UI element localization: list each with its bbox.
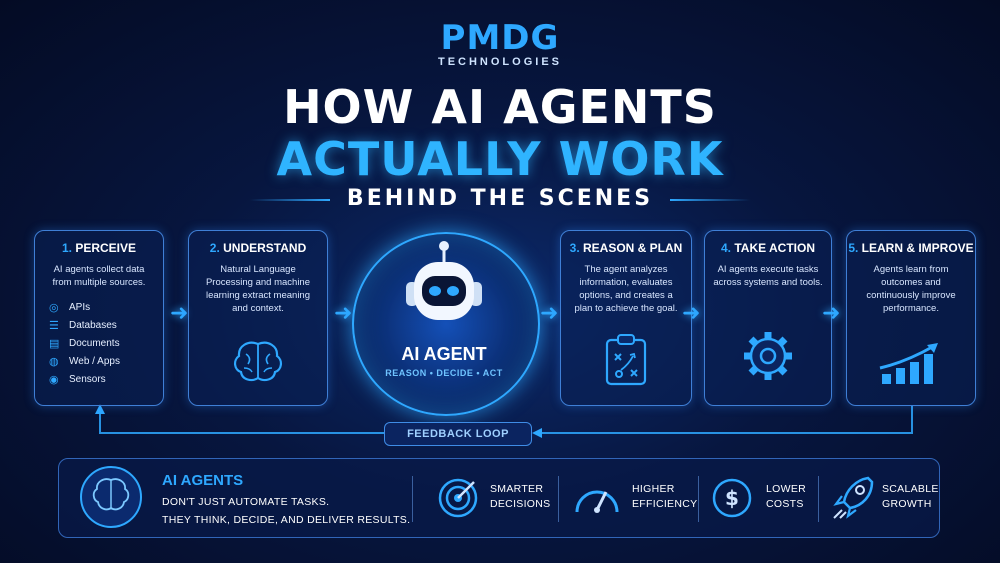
agent-name: AI AGENT: [401, 344, 487, 364]
source-item-documents: ▤Documents: [49, 335, 163, 353]
step-description: AI agents collect data from multiple sou…: [52, 264, 146, 288]
step-card-learn-improve: 5. LEARN & IMPROVE Agents learn from out…: [846, 230, 976, 406]
brand-logo: PMDG: [0, 18, 1000, 58]
svg-text:$: $: [725, 486, 739, 510]
growth-chart-icon: [847, 340, 975, 391]
divider: [698, 476, 699, 522]
page-title-line2: ACTUALLY WORK: [276, 132, 724, 186]
brand-subtitle: TECHNOLOGIES: [437, 56, 562, 68]
arrow-right-icon: ➜: [170, 300, 189, 325]
target-icon: [438, 478, 478, 518]
summary-line1: DON'T JUST AUTOMATE TASKS.: [162, 496, 330, 508]
step-card-reason-plan: 3. REASON & PLAN The agent analyzes info…: [560, 230, 692, 406]
subtitle-left-rule: [250, 199, 330, 201]
robot-icon: [406, 241, 482, 320]
step-title: 5. LEARN & IMPROVE: [848, 241, 974, 255]
summary-title: AI AGENTS: [162, 472, 244, 489]
api-icon: ◎: [49, 302, 59, 314]
step-card-understand: 2. UNDERSTAND Natural Language Processin…: [188, 230, 328, 406]
page-title-line1: HOW AI AGENTS: [283, 80, 717, 134]
step-card-perceive: 1. PERCEIVE AI agents collect data from …: [34, 230, 164, 406]
arrow-right-icon: ➜: [540, 300, 559, 325]
divider: [818, 476, 819, 522]
page-subtitle: BEHIND THE SCENES: [346, 186, 654, 211]
speedometer-icon: [575, 490, 619, 513]
arrow-right-icon: ➜: [334, 300, 353, 325]
agent-tagline: REASON • DECIDE • ACT: [385, 368, 503, 378]
step-title: 1. PERCEIVE: [61, 241, 137, 255]
source-list: ◎APIs ☰Databases ▤Documents ◍Web / Apps …: [49, 299, 163, 389]
brain-icon: [189, 338, 327, 391]
dollar-icon: $: [712, 478, 752, 518]
clipboard-plan-icon: [561, 332, 691, 391]
summary-line2: THEY THINK, DECIDE, AND DELIVER RESULTS.: [162, 514, 411, 526]
feedback-loop-label: FEEDBACK LOOP: [384, 422, 532, 446]
database-icon: ☰: [49, 320, 59, 332]
summary-bar: [58, 458, 940, 538]
sensor-icon: ◉: [49, 374, 59, 386]
step-card-take-action: 4. TAKE ACTION AI agents execute tasks a…: [704, 230, 832, 406]
step-description: Agents learn from outcomes and continuou…: [866, 264, 956, 314]
arrow-right-icon: ➜: [822, 300, 841, 325]
source-item-sensors: ◉Sensors: [49, 371, 163, 389]
divider: [558, 476, 559, 522]
step-title: 3. REASON & PLAN: [569, 241, 683, 255]
step-description: The agent analyzes information, evaluate…: [574, 264, 678, 314]
step-title: 4. TAKE ACTION: [720, 241, 816, 255]
source-item-apis: ◎APIs: [49, 299, 163, 317]
globe-icon: ◍: [49, 356, 59, 368]
divider: [412, 476, 413, 522]
step-description: AI agents execute tasks across systems a…: [713, 264, 823, 288]
document-icon: ▤: [49, 338, 60, 350]
rocket-icon: [833, 476, 874, 519]
step-title: 2. UNDERSTAND: [209, 241, 307, 255]
brain-chip-icon: [80, 466, 142, 528]
source-item-web-apps: ◍Web / Apps: [49, 353, 163, 371]
brand-name: PMDG: [440, 18, 560, 58]
gear-icon: [705, 326, 831, 391]
arrow-right-icon: ➜: [682, 300, 701, 325]
source-item-databases: ☰Databases: [49, 317, 163, 335]
step-description: Natural Language Processing and machine …: [205, 264, 311, 314]
